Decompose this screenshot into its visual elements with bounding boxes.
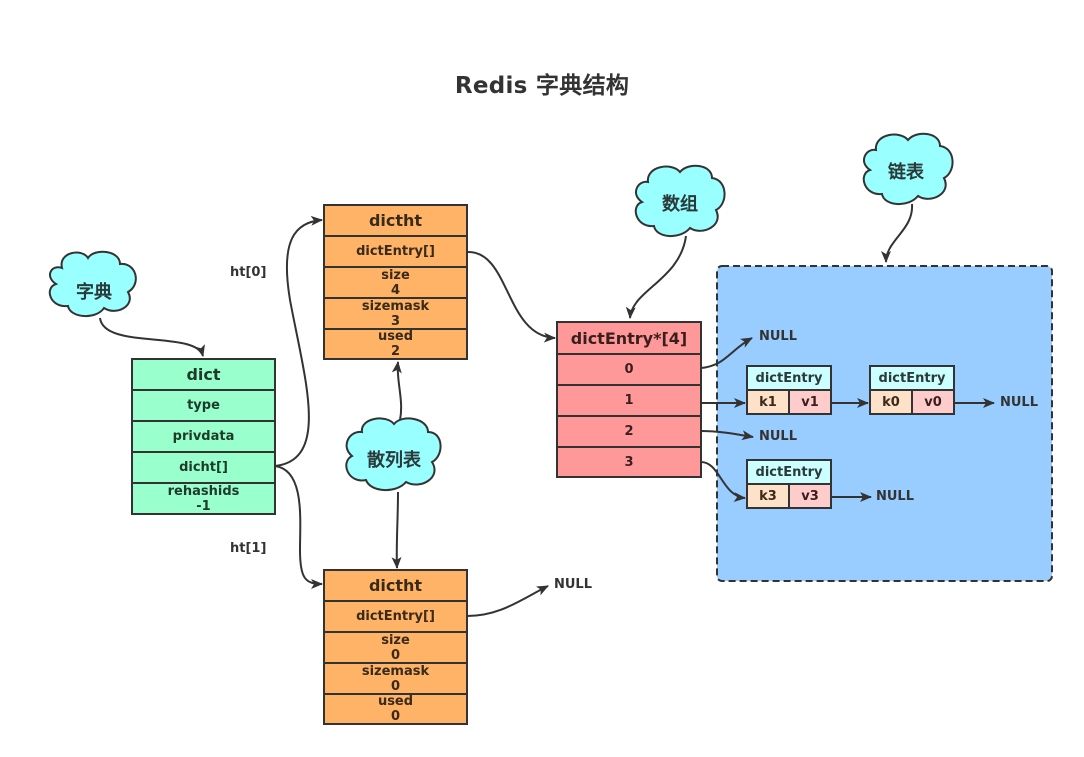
arrow-ht0 [274,215,323,467]
rehashids-name: rehashids [167,483,240,499]
null-dictht1-table: NULL [554,577,593,592]
dictht0-size: size 4 [325,268,466,299]
arrow-slot0-null [700,337,753,369]
dict-field-rehashids: rehashids -1 [133,483,274,514]
dict-entry-k3: dictEntry k3 v3 [746,459,832,509]
dict-field-type: type [133,391,274,422]
arrow-table-to-array [466,250,556,343]
dictht0-used: used 2 [325,329,466,359]
arrow-dict-cloud-to-dict [99,317,205,357]
bucket-slot-0: 0 [558,355,700,386]
cloud-linkedlist-shape [862,132,954,205]
cloud-linkedlist: 链表 [888,162,924,183]
dictht1-table: dictEntry[] [325,602,466,633]
entry-key: k3 [748,485,790,507]
dictht0-title: dictht [325,206,466,237]
used-value: 2 [390,344,401,359]
null-chain-3: NULL [876,489,915,504]
arrow-slot3-entry [700,461,746,503]
bucket-array-title: dictEntry*[4] [558,323,700,355]
dict-field-privdata: privdata [133,422,274,453]
dict-struct: dict type privdata dicht[] rehashids -1 [131,358,276,515]
cloud-hashtable: 散列表 [367,450,421,471]
null-slot-2: NULL [759,429,798,444]
dict-entry-k0: dictEntry k0 v0 [869,365,955,415]
dictht0-struct: dictht dictEntry[] size 4 sizemask 3 use… [323,204,468,360]
used-name: used [377,329,414,344]
dictht1-size: size 0 [325,633,466,664]
arrow-dictht1-to-null [466,585,549,617]
arrow-ht1 [274,465,323,589]
arrow-slot2-null [700,430,754,441]
cloud-array-shape [634,164,726,237]
entry-title: dictEntry [748,461,830,485]
bucket-slot-2: 2 [558,417,700,448]
cloud-dict-shape [48,250,137,317]
used-value: 0 [390,709,401,724]
arrow-array-cloud [625,235,687,319]
dictht1-title: dictht [325,571,466,602]
label-ht0: ht[0] [230,265,267,280]
used-name: used [377,694,414,709]
arrow-hashtable-to-dictht0 [391,361,403,421]
size-value: 0 [390,647,401,663]
label-ht1: ht[1] [230,541,267,556]
arrow-hashtable-to-dictht1 [391,491,402,569]
linked-list-area [716,265,1053,582]
entry-title: dictEntry [871,367,953,391]
page-title: Redis 字典结构 [454,73,630,99]
size-value: 4 [390,282,401,298]
dict-field-dicht: dicht[] [133,453,274,484]
dict-entry-k1: dictEntry k1 v1 [746,365,832,415]
sizemask-name: sizemask [361,663,430,679]
bucket-slot-1: 1 [558,386,700,417]
entry-key: k0 [871,391,913,413]
sizemask-name: sizemask [361,298,430,314]
dictht1-struct: dictht dictEntry[] size 0 sizemask 0 use… [323,569,468,725]
dictht1-used: used 0 [325,694,466,724]
rehashids-value: -1 [196,498,211,514]
size-name: size [381,632,410,648]
dict-title: dict [133,360,274,391]
entry-value: v3 [790,485,830,507]
cloud-hashtable-shape [345,417,442,491]
cloud-dict: 字典 [76,282,112,303]
sizemask-value: 3 [390,313,401,329]
entry-value: v1 [790,391,830,413]
sizemask-value: 0 [390,678,401,694]
dictht0-sizemask: sizemask 3 [325,299,466,330]
null-chain-1: NULL [1000,395,1039,410]
entry-key: k1 [748,391,790,413]
bucket-slot-3: 3 [624,454,634,470]
entry-title: dictEntry [748,367,830,391]
size-name: size [381,267,410,283]
dictht0-table: dictEntry[] [325,237,466,268]
arrow-list-cloud [881,203,914,263]
bucket-array: dictEntry*[4] 0 1 2 3 [556,321,702,478]
null-slot-0: NULL [759,329,798,344]
dictht1-sizemask: sizemask 0 [325,664,466,695]
cloud-array: 数组 [662,194,698,215]
entry-value: v0 [913,391,953,413]
